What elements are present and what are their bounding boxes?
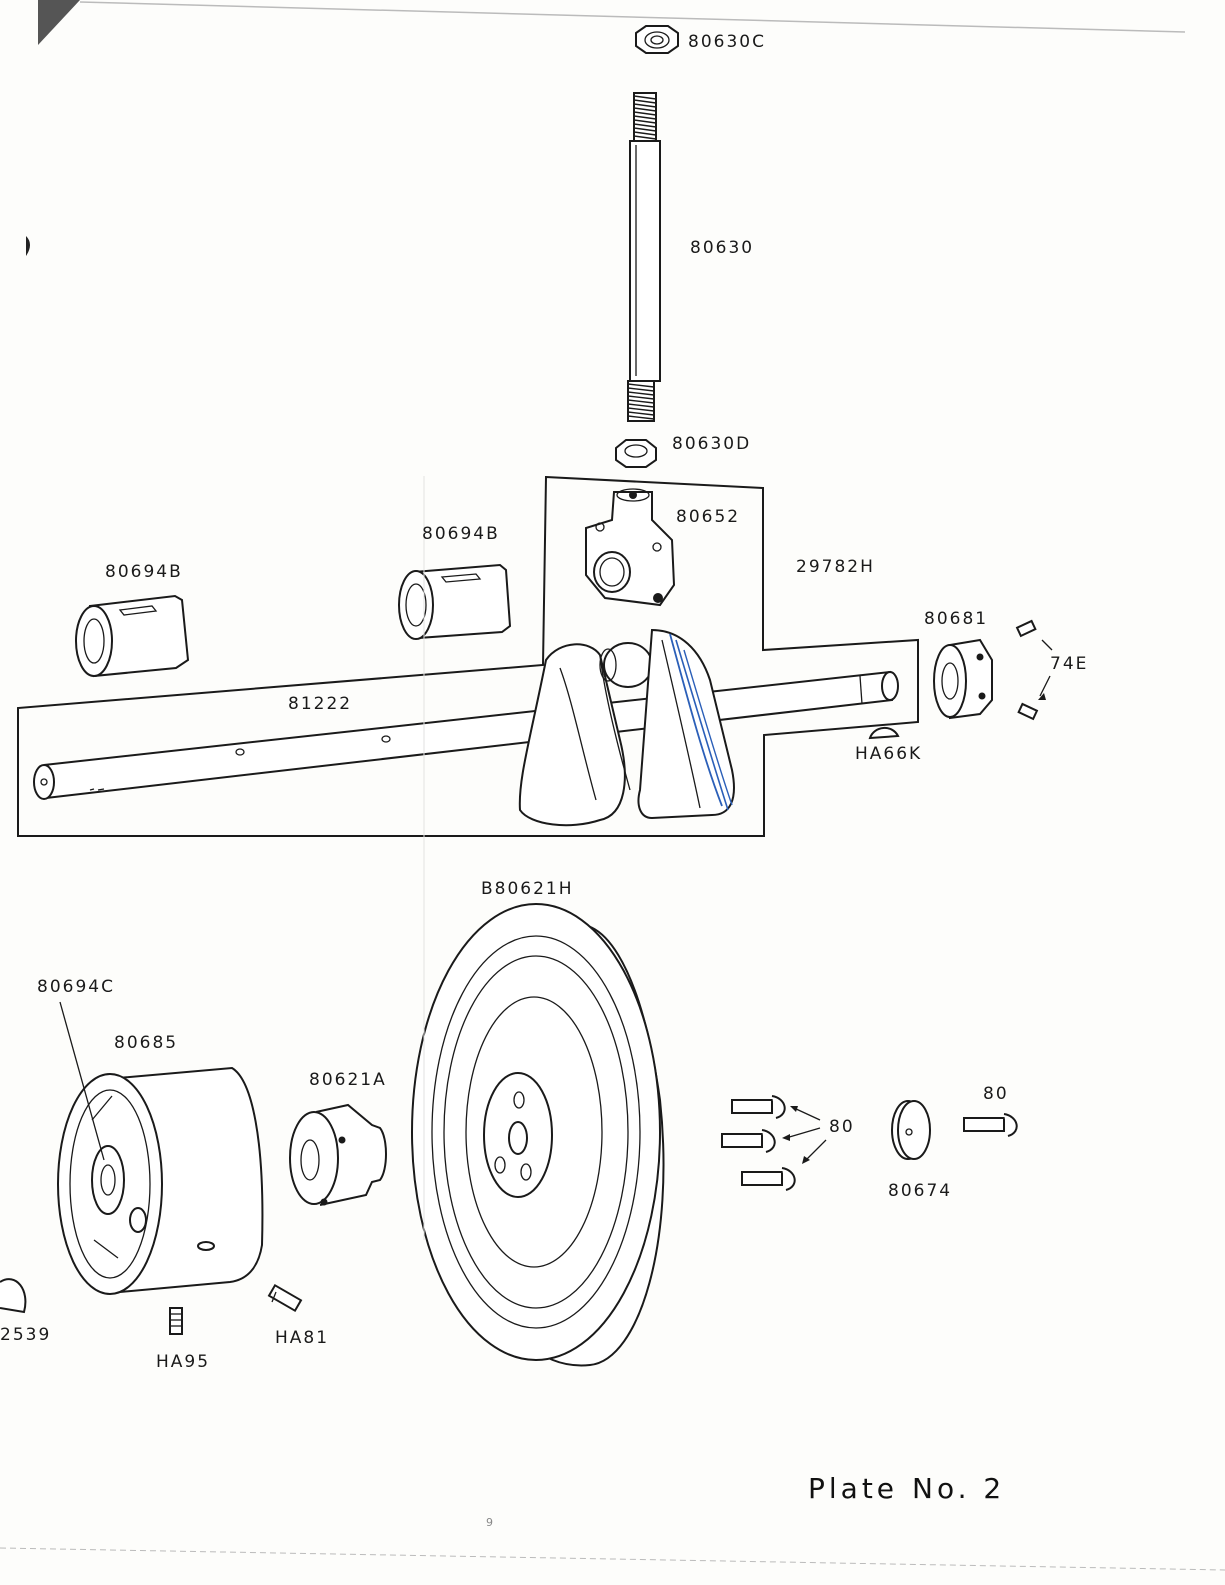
label-80652: 80652: [676, 507, 740, 527]
label-29782H: 29782H: [796, 557, 875, 577]
label-80694B-right: 80694B: [422, 524, 500, 544]
part-80652-bracket: [586, 489, 674, 605]
part-74E-setscrews: [1017, 621, 1052, 719]
plate-number: No. 2: [912, 1472, 1005, 1505]
plate-word: Plate: [808, 1472, 898, 1505]
scan-bottom-edge: [0, 1548, 1225, 1570]
part-HA81-screw: [269, 1285, 301, 1310]
label-HA95: HA95: [156, 1352, 210, 1372]
label-B80621H: B80621H: [481, 879, 574, 899]
label-80694B-left: 80694B: [105, 562, 183, 582]
label-80630C: 80630C: [688, 32, 766, 52]
label-80630D: 80630D: [672, 434, 751, 454]
part-80685-drum: [58, 1068, 262, 1294]
part-80630-rod: [628, 93, 660, 421]
label-2539: 2539: [0, 1325, 51, 1345]
label-80685: 80685: [114, 1033, 178, 1053]
page-mark: 9: [486, 1516, 493, 1529]
part-80694B-bushing-right: [399, 565, 510, 639]
part-2539-partial: [0, 1279, 25, 1312]
label-80674: 80674: [888, 1181, 952, 1201]
label-80-screws: 80: [829, 1117, 855, 1137]
plate-title: Plate No. 2: [808, 1472, 1019, 1505]
scan-corner-shadow: [38, 0, 80, 45]
label-80681: 80681: [924, 609, 988, 629]
part-B80621H-pulley: [412, 904, 664, 1365]
label-80694C: 80694C: [37, 977, 115, 997]
part-80674-washer: [892, 1101, 930, 1159]
part-80621A-hub: [290, 1105, 386, 1206]
label-HA81: HA81: [275, 1328, 329, 1348]
label-80630: 80630: [690, 238, 754, 258]
label-74E: 74E: [1050, 654, 1088, 674]
label-80621A: 80621A: [309, 1070, 387, 1090]
label-HA66K: HA66K: [855, 744, 922, 764]
scan-top-edge: [80, 2, 1185, 32]
part-HA66K-key: [870, 728, 898, 738]
part-80681-collar: [934, 640, 992, 718]
part-80-screws: [722, 1096, 1017, 1190]
part-80630C-nut: [636, 26, 678, 53]
part-HA95-screw: [170, 1308, 182, 1334]
part-80694B-bushing-left: [76, 596, 188, 676]
scan-margin-mark: [26, 236, 30, 256]
label-80-single: 80: [983, 1084, 1009, 1104]
label-81222: 81222: [288, 694, 352, 714]
part-80630D-nut: [616, 440, 656, 467]
